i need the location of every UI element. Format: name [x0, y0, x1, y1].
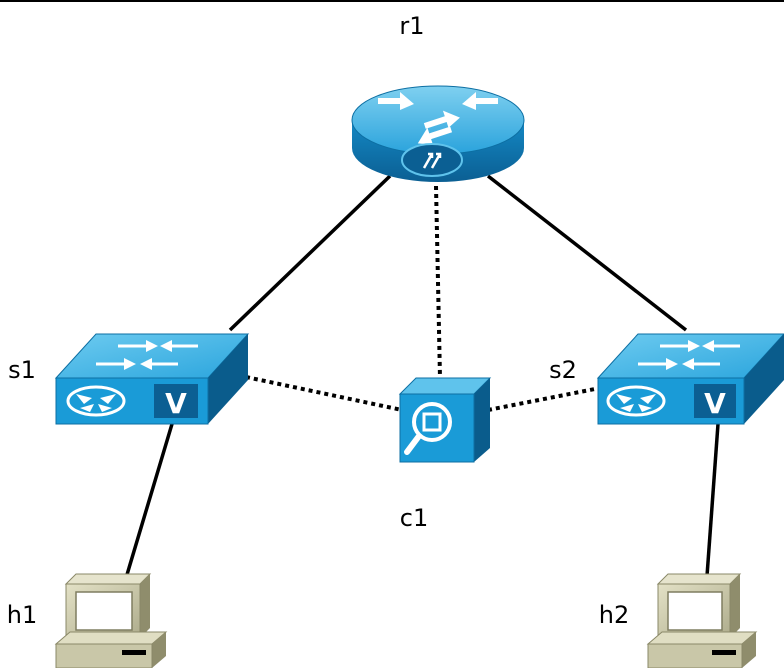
switch-icon: V — [596, 333, 784, 425]
controller-icon — [398, 377, 492, 463]
router-icon — [351, 85, 525, 182]
controller-c1[interactable]: c1 — [398, 377, 492, 532]
link-c1-s2 — [487, 386, 601, 412]
link-s1-h1 — [124, 423, 174, 579]
svg-text:V: V — [704, 387, 726, 420]
links — [124, 174, 720, 579]
link-r1-s1 — [228, 174, 392, 332]
node-label-h1: h1 — [7, 601, 37, 629]
switch-s1[interactable]: V s1 — [8, 333, 250, 425]
link-s1-c1 — [245, 375, 403, 412]
switch-icon: V — [54, 333, 250, 425]
computer-icon — [54, 573, 168, 668]
router-r1[interactable]: r1 — [351, 12, 525, 182]
link-r1-c1 — [434, 185, 442, 379]
link-r1-s2 — [486, 174, 688, 332]
node-label-r1: r1 — [399, 12, 424, 40]
host-h1[interactable]: h1 — [7, 573, 168, 668]
link-s2-h2 — [705, 423, 720, 577]
node-label-c1: c1 — [400, 504, 428, 532]
node-label-s2: s2 — [549, 356, 577, 384]
svg-text:V: V — [165, 387, 187, 420]
computer-icon — [646, 573, 758, 668]
node-label-h2: h2 — [599, 601, 629, 629]
node-label-s1: s1 — [8, 356, 36, 384]
switch-s2[interactable]: V s2 — [549, 333, 784, 425]
host-h2[interactable]: h2 — [599, 573, 758, 668]
